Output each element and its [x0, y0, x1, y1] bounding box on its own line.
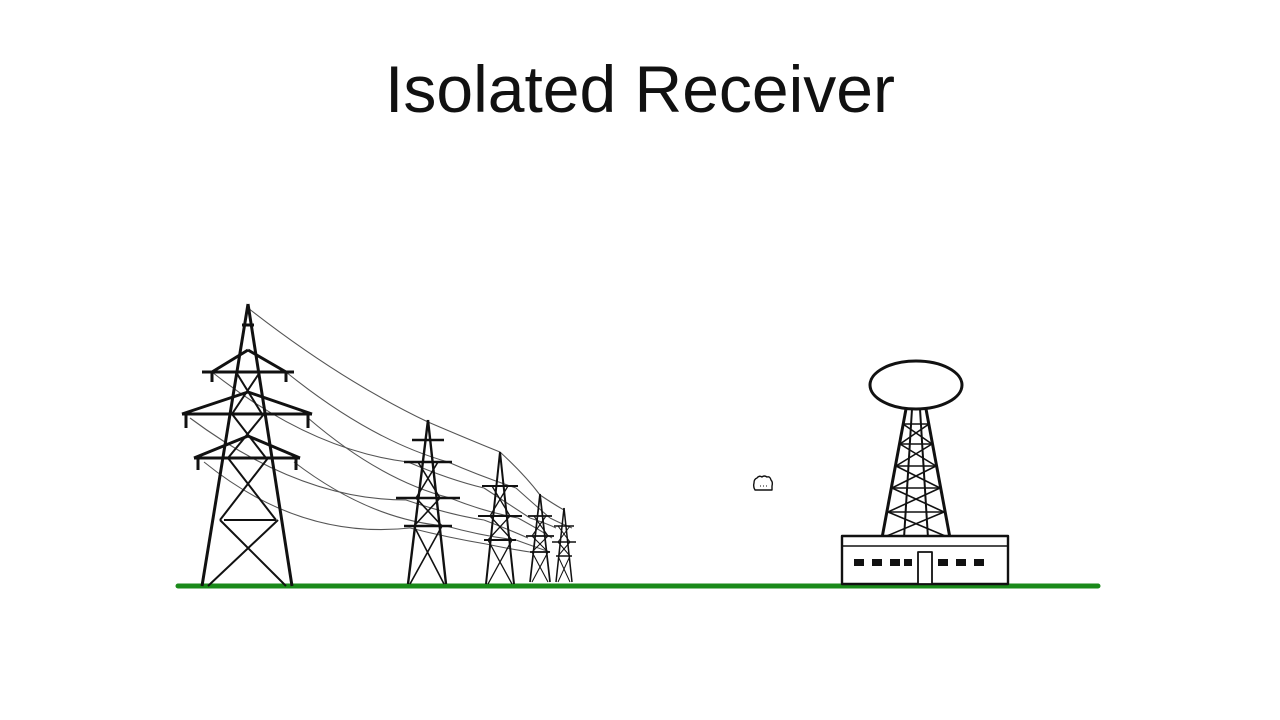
pylon-large	[181, 303, 313, 587]
receiver-dome	[868, 359, 964, 411]
slide-title: Isolated Receiver	[385, 52, 895, 126]
pylon-medium	[396, 419, 460, 585]
receiver-building	[840, 534, 1010, 586]
pylon-small-3	[552, 507, 576, 583]
pylon-small-1	[478, 451, 522, 585]
receiver-tower	[868, 359, 964, 539]
pylon-small-2	[526, 493, 554, 583]
grab-hand-cursor-icon	[752, 475, 774, 491]
